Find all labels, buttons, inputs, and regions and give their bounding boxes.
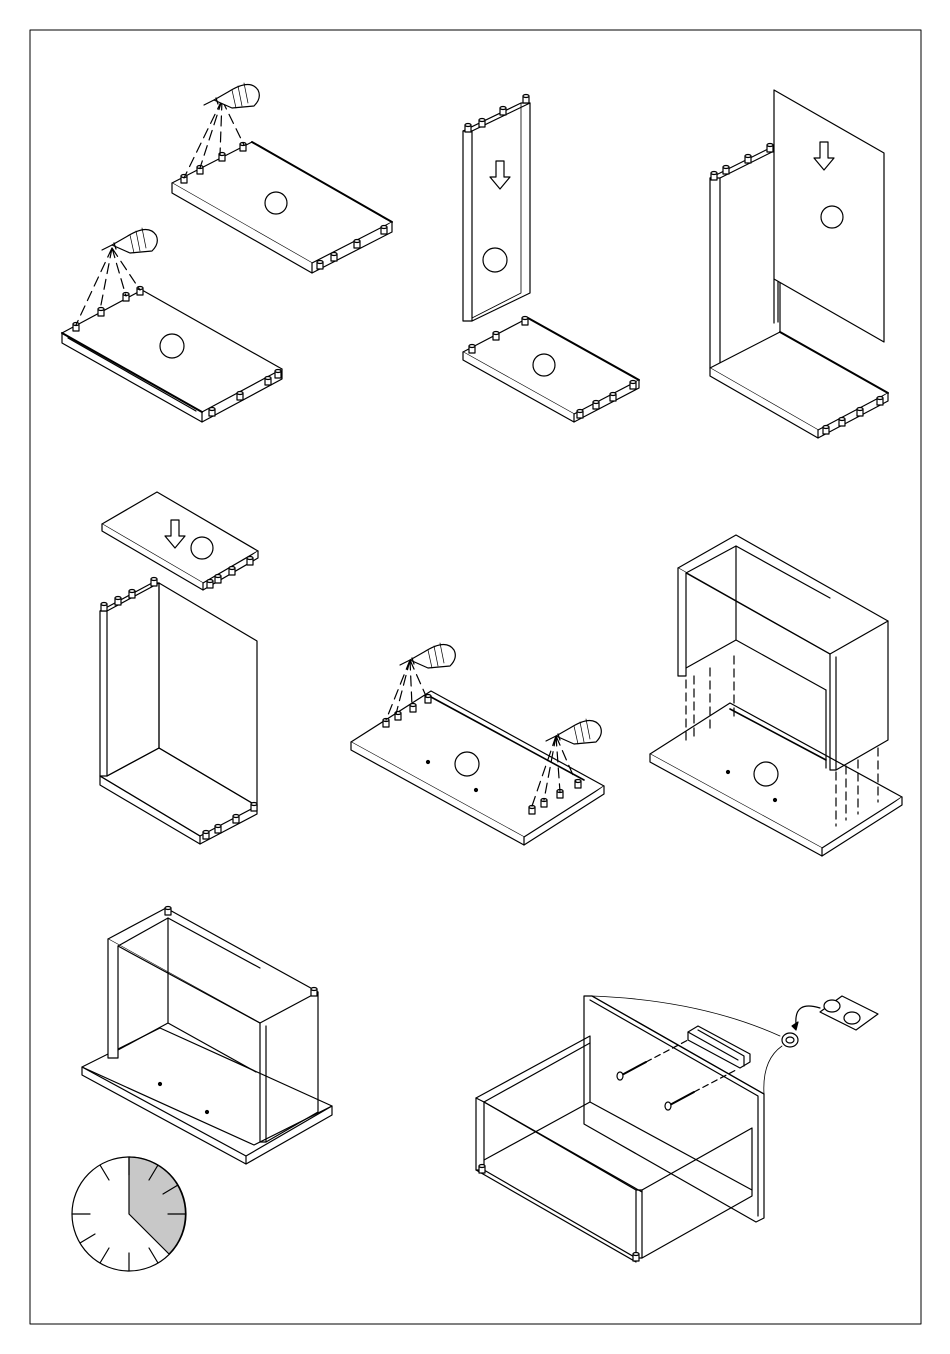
side-panel-falling: [463, 95, 530, 322]
top-panel: [102, 492, 258, 590]
part-label-circle: [265, 192, 287, 214]
part-label-circle: [160, 334, 184, 358]
glue-bottle-icon: [204, 83, 259, 108]
back-panel-sliding: [774, 90, 884, 342]
step-4-top-panel: [100, 492, 258, 844]
step-7-dry-assembly: [82, 907, 332, 1165]
part-label-circle: [483, 248, 507, 272]
panel-lower: [62, 228, 282, 422]
bottom-panel: [463, 317, 639, 423]
base-panel: [650, 703, 902, 856]
step-3-back-panel: [710, 90, 888, 438]
step-2-side-into-bottom: [463, 95, 639, 423]
step-8-drawer-handle: [476, 996, 878, 1262]
step-5-base-glue: [351, 643, 604, 845]
part-label-circle: [191, 537, 213, 559]
part-label-circle: [533, 354, 555, 376]
step-6-carcass-onto-base: [650, 535, 902, 856]
panel-upper: [172, 83, 392, 273]
clock-icon: [72, 1157, 186, 1271]
part-label-circle: [754, 762, 778, 786]
glue-bottle-icon: [102, 228, 157, 253]
step-1-panel-glue-dowels: [62, 83, 392, 422]
part-label-circle: [821, 206, 843, 228]
part-label-circle: [455, 752, 479, 776]
drawer-box: [476, 996, 764, 1262]
carcass-without-top: [100, 578, 257, 845]
